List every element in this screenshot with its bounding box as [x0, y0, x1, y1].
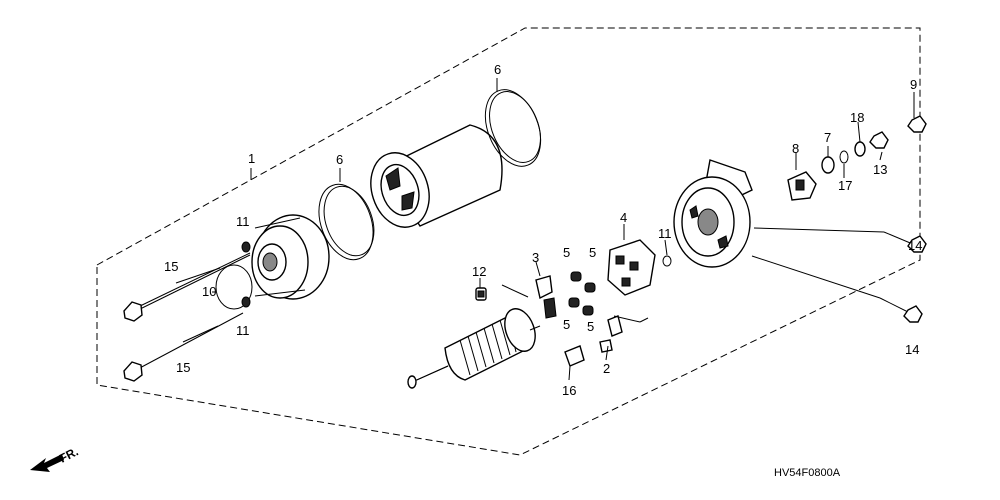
- callout-3: 3: [532, 250, 539, 265]
- screw-icon: [475, 287, 487, 301]
- assembly-boundary: [96, 27, 921, 456]
- callout-4: 4: [620, 210, 627, 225]
- washer-icon: [854, 141, 866, 157]
- callout-2: 2: [603, 361, 610, 376]
- callout-5: 5: [563, 317, 570, 332]
- bolt-icon: [883, 231, 927, 253]
- front-cover: [251, 214, 330, 300]
- o-ring: [489, 91, 541, 163]
- callout-13: 13: [873, 162, 887, 177]
- armature: [407, 308, 541, 389]
- callout-12: 12: [472, 264, 486, 279]
- diagram-code: HV54F0800A: [774, 467, 841, 479]
- bolt-icon: [879, 297, 923, 323]
- callout-11: 11: [658, 226, 672, 241]
- direction-label: FR.: [57, 444, 81, 465]
- o-ring: [323, 185, 375, 257]
- callout-7: 7: [824, 130, 831, 145]
- bushing-holder: [787, 171, 817, 201]
- callout-5: 5: [563, 245, 570, 260]
- brush-terminal: [501, 275, 557, 319]
- washer-icon: [662, 255, 672, 267]
- washer-icon: [821, 156, 835, 174]
- brush-set: [564, 315, 649, 367]
- spring-icon: [568, 271, 596, 316]
- washer-icon: [839, 150, 849, 164]
- direction-arrow-icon: [30, 454, 64, 472]
- callout-17: 17: [838, 178, 852, 193]
- leader-lines: [175, 78, 915, 381]
- callout-16: 16: [562, 383, 576, 398]
- through-bolt-upper: [123, 252, 251, 322]
- callout-14: 14: [908, 238, 922, 253]
- through-bolt-lower: [123, 312, 244, 382]
- callout-15: 15: [164, 259, 178, 274]
- callout-5: 5: [587, 319, 594, 334]
- callout-8: 8: [792, 141, 799, 156]
- washer-icon: [241, 241, 251, 253]
- callout-15: 15: [176, 360, 190, 375]
- callout-11: 11: [236, 323, 250, 338]
- nut-icon: [907, 115, 927, 133]
- callout-5: 5: [589, 245, 596, 260]
- callout-6: 6: [336, 152, 343, 167]
- o-ring: [215, 264, 253, 310]
- washer-icon: [241, 296, 251, 308]
- callout-6: 6: [494, 62, 501, 77]
- rear-cover: [673, 159, 753, 268]
- callout-14: 14: [905, 342, 919, 357]
- callout-18: 18: [850, 110, 864, 125]
- yoke-assembly: [370, 124, 503, 228]
- callout-1: 1: [248, 151, 255, 166]
- callout-9: 9: [910, 77, 917, 92]
- callout-11: 11: [236, 214, 250, 229]
- nut-icon: [869, 131, 889, 149]
- brush-holder: [607, 239, 656, 296]
- callout-10: 10: [202, 284, 216, 299]
- o-ring: [318, 183, 374, 261]
